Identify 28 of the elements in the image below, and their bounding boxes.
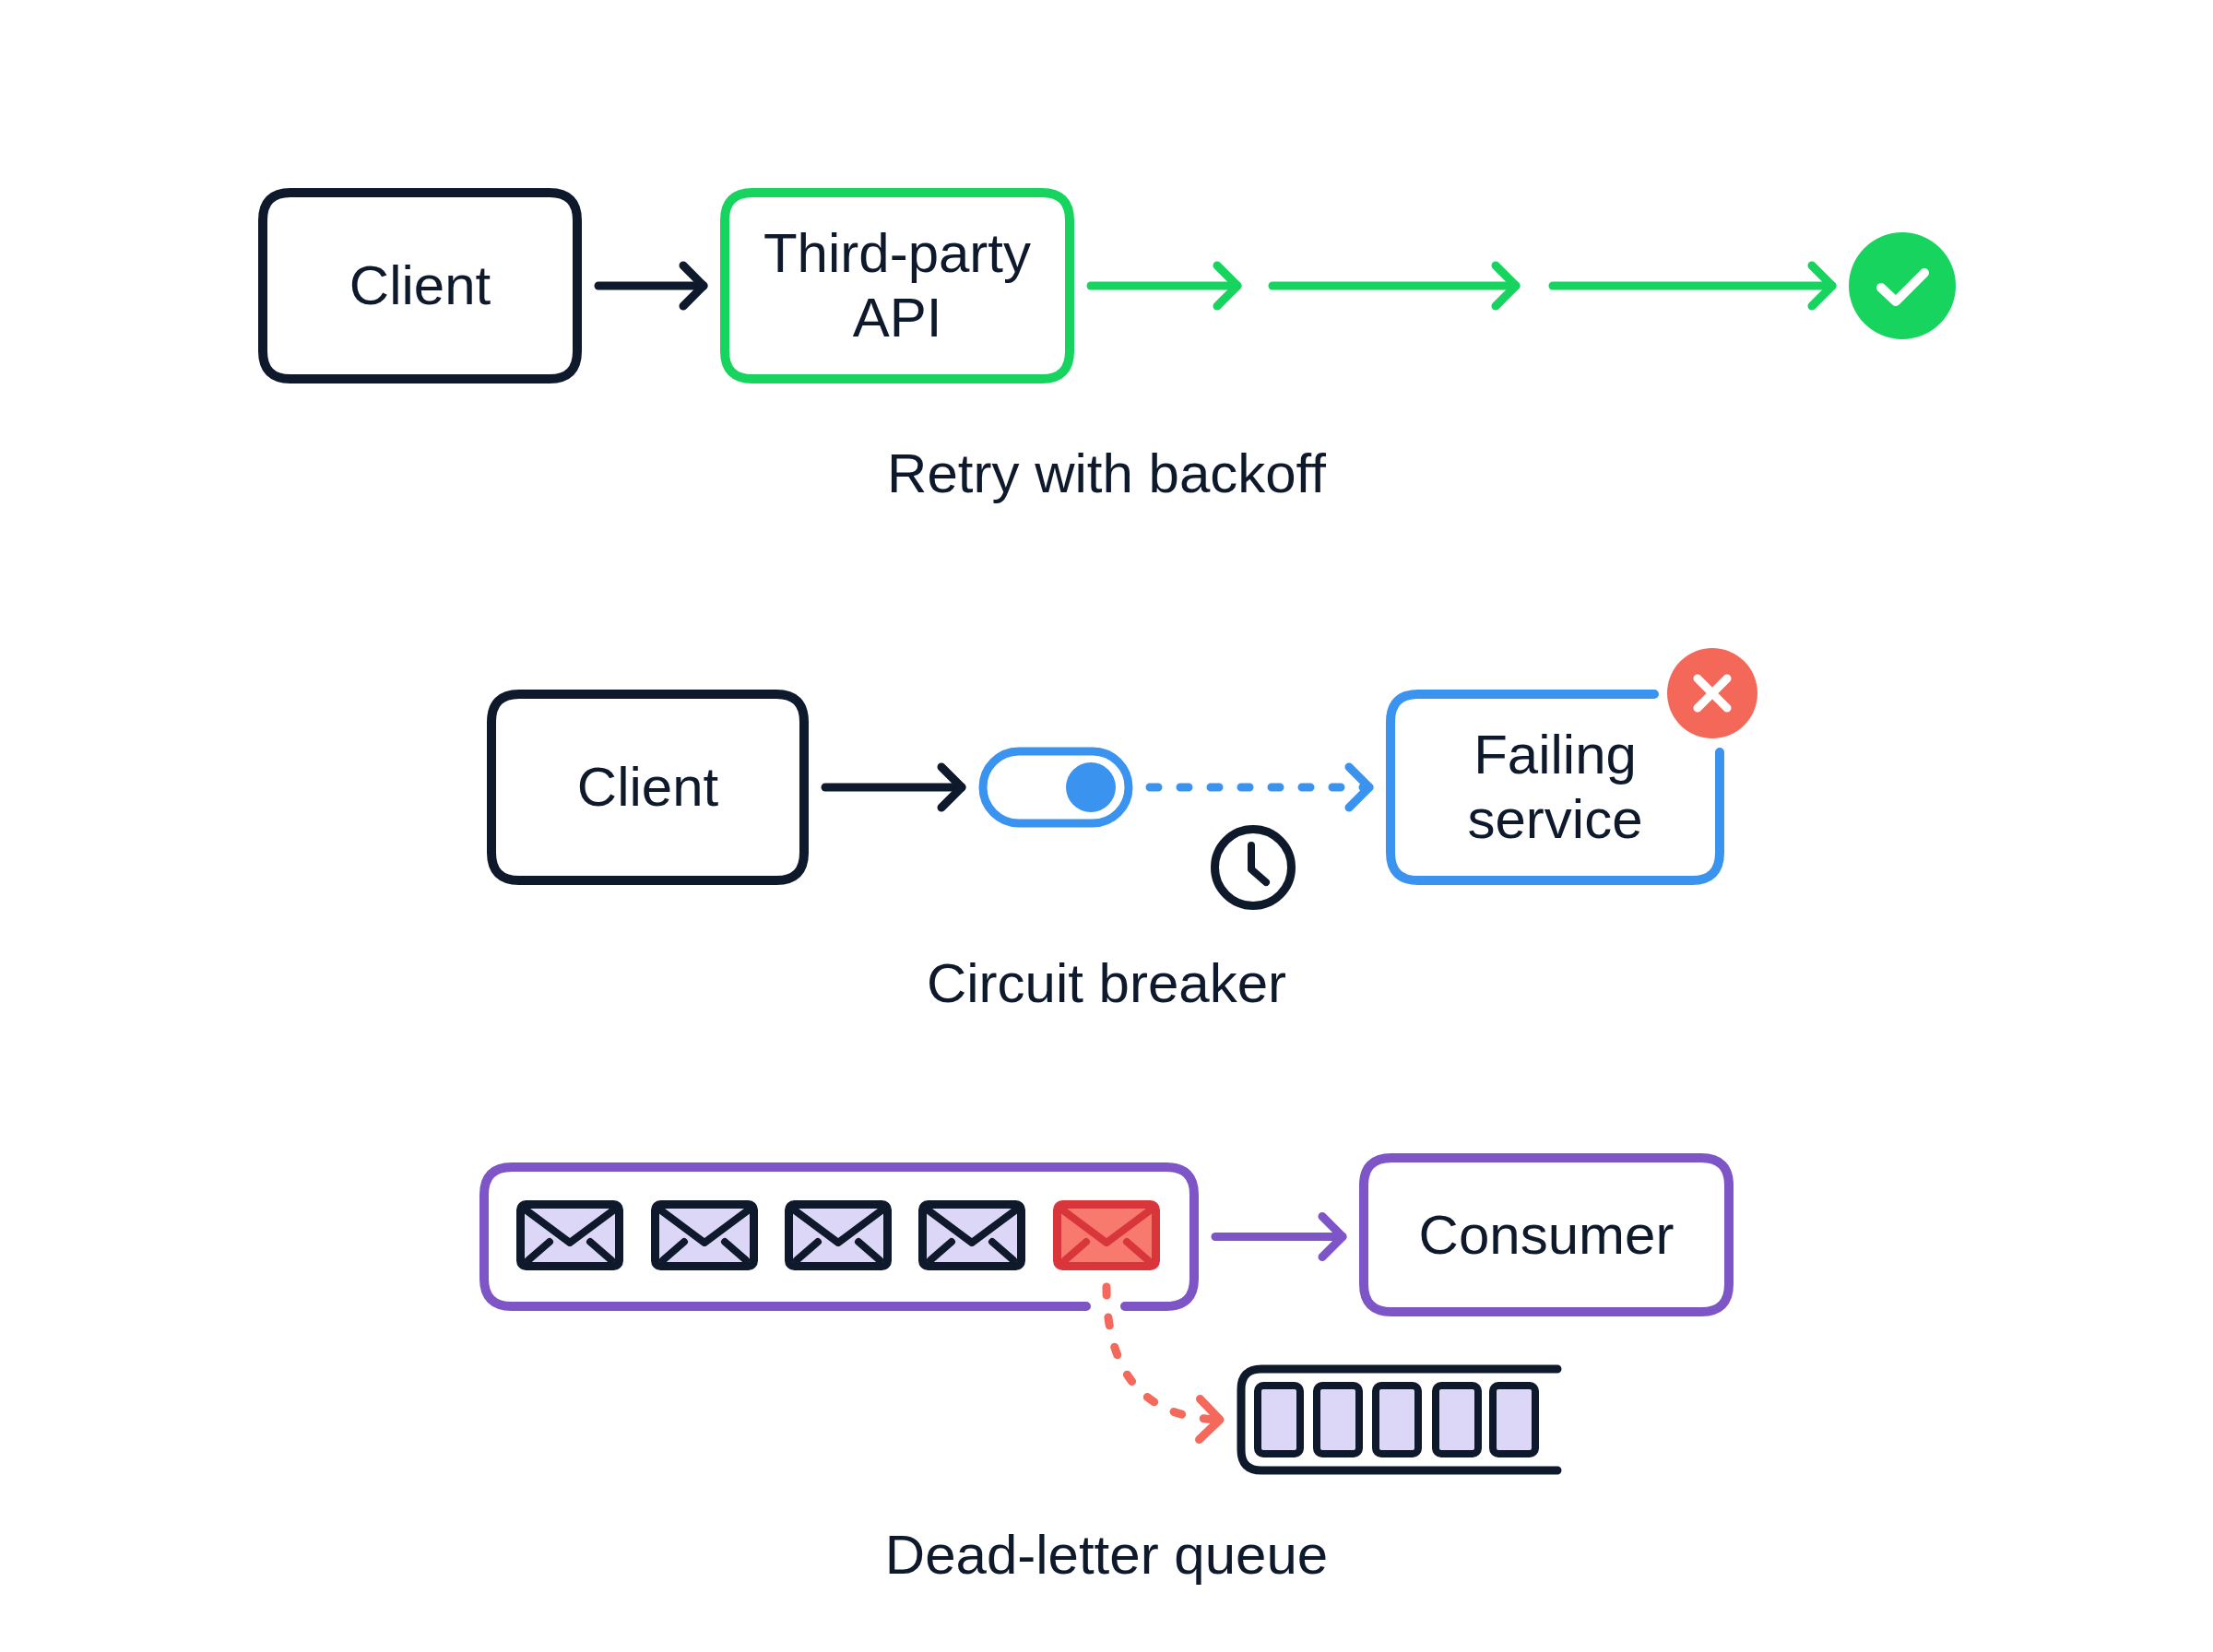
process-box: [1359, 1153, 1734, 1316]
envelope-icon: [651, 1200, 758, 1270]
arrow: [594, 261, 708, 311]
envelope-icon: [1053, 1200, 1160, 1270]
arrow: [1086, 261, 1242, 311]
node-label: Client: [576, 755, 719, 820]
envelope-icon: [785, 1200, 892, 1270]
arrow: [821, 762, 966, 812]
section-caption: Circuit breaker: [926, 951, 1287, 1016]
dashed-arrow: [1102, 1282, 1225, 1443]
arrow: [1211, 1212, 1347, 1261]
node-label: Third-party API: [762, 221, 1033, 350]
message-container: [479, 1162, 1199, 1311]
arrow: [1548, 261, 1837, 311]
check-circle-icon: [1849, 232, 1956, 339]
node-label: Client: [349, 254, 491, 318]
section-caption: Dead-letter queue: [884, 1523, 1329, 1587]
process-box: [258, 188, 582, 384]
process-box: [1386, 690, 1724, 885]
node-label: Failing service: [1466, 723, 1644, 852]
envelope-icon: [918, 1200, 1025, 1270]
section-caption: Retry with backoff: [887, 442, 1326, 506]
dashed-arrow: [1145, 762, 1374, 812]
process-box: [720, 188, 1074, 384]
process-box: [487, 690, 809, 885]
envelope-icon: [516, 1200, 623, 1270]
toggle-switch-icon: [978, 747, 1133, 828]
node-label: Consumer: [1418, 1202, 1675, 1268]
